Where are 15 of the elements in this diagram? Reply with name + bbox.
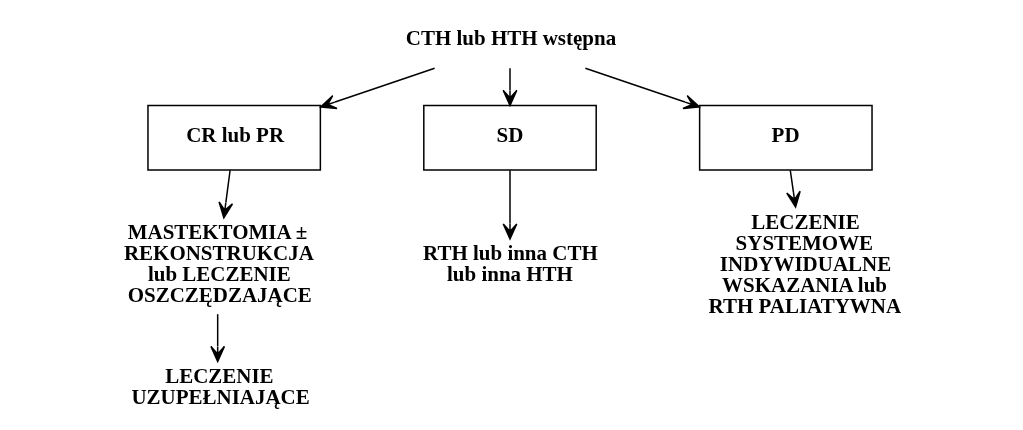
- node-box: SD: [423, 104, 597, 171]
- arrow: [319, 67, 436, 110]
- node-text: RTH lub inna CTH lub inna HTH: [423, 241, 598, 287]
- arrow: [502, 169, 518, 240]
- node-text: LECZENIE UZUPEŁNIAJĄCE: [131, 364, 310, 410]
- node-text: MASTEKTOMIA ± REKONSTRUKCJA lub LECZENIE OSZCZĘDZAJĄCE: [123, 220, 314, 308]
- node-text: LECZENIE SYSTEMOWE INDYWIDUALNE WSKAZANIA lub RTH PALIATYWNA: [708, 209, 902, 318]
- node-text: CTH lub HTH wstępna: [405, 26, 617, 51]
- arrow: [210, 313, 226, 363]
- arrow: [786, 169, 801, 208]
- node-box: CR lub PR: [147, 104, 322, 171]
- arrow: [502, 67, 518, 107]
- arrow: [584, 67, 701, 110]
- arrow: [218, 169, 234, 219]
- node-box: PD: [698, 104, 873, 171]
